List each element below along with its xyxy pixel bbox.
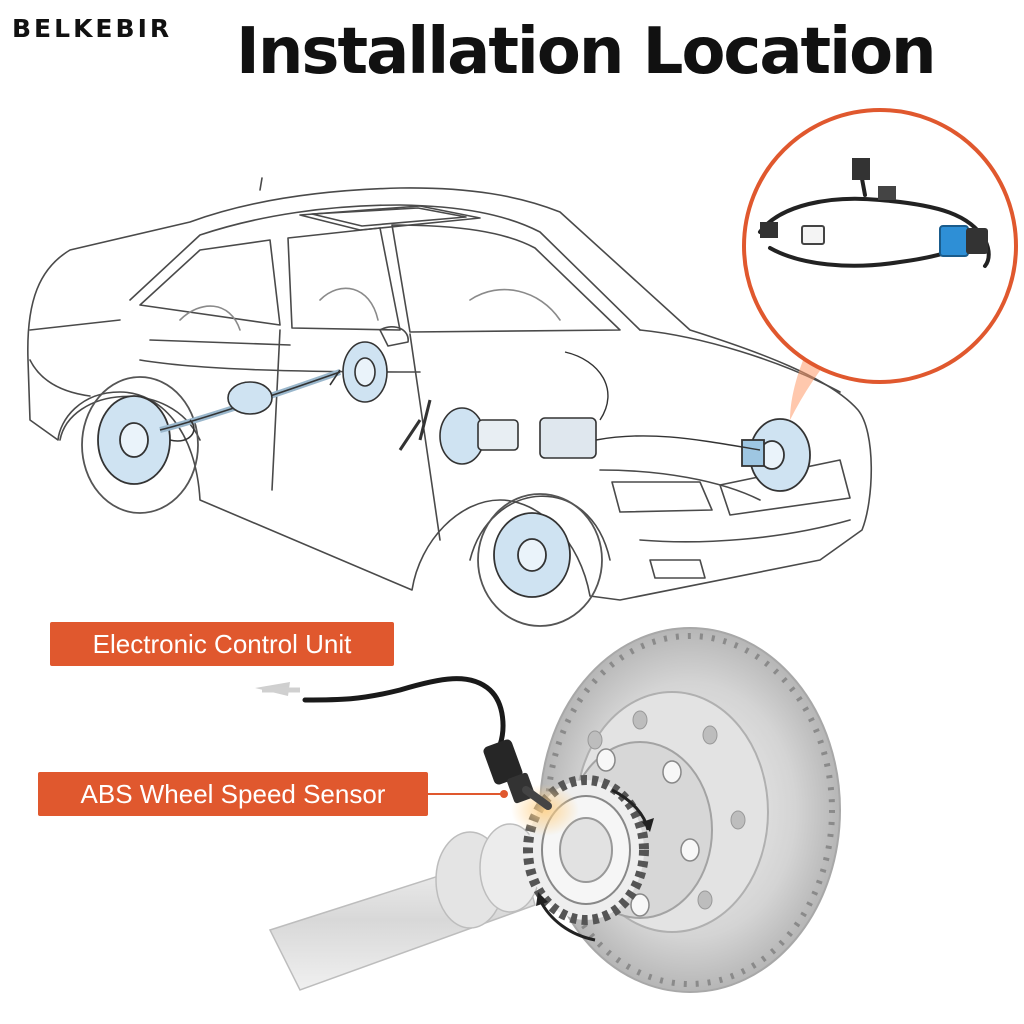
front-right-rotor-icon bbox=[741, 418, 811, 492]
brand-logo: BELKEBIR bbox=[12, 14, 173, 43]
axle-shaft-icon bbox=[268, 823, 541, 991]
abs-leader-dot bbox=[500, 790, 508, 798]
front-wheel-icon bbox=[477, 493, 603, 627]
rear-wheel-icon bbox=[81, 376, 199, 514]
abs-sensor-callout-label: ABS Wheel Speed Sensor bbox=[38, 772, 428, 816]
car-illustration-icon bbox=[27, 177, 873, 601]
ecu-callout-label: Electronic Control Unit bbox=[50, 622, 394, 666]
abs-sensor-cable-zoom-icon bbox=[742, 108, 1018, 384]
brake-system-hardware bbox=[159, 341, 761, 465]
page-title: Installation Location bbox=[236, 15, 937, 89]
sensor-cable-icon bbox=[255, 676, 552, 810]
